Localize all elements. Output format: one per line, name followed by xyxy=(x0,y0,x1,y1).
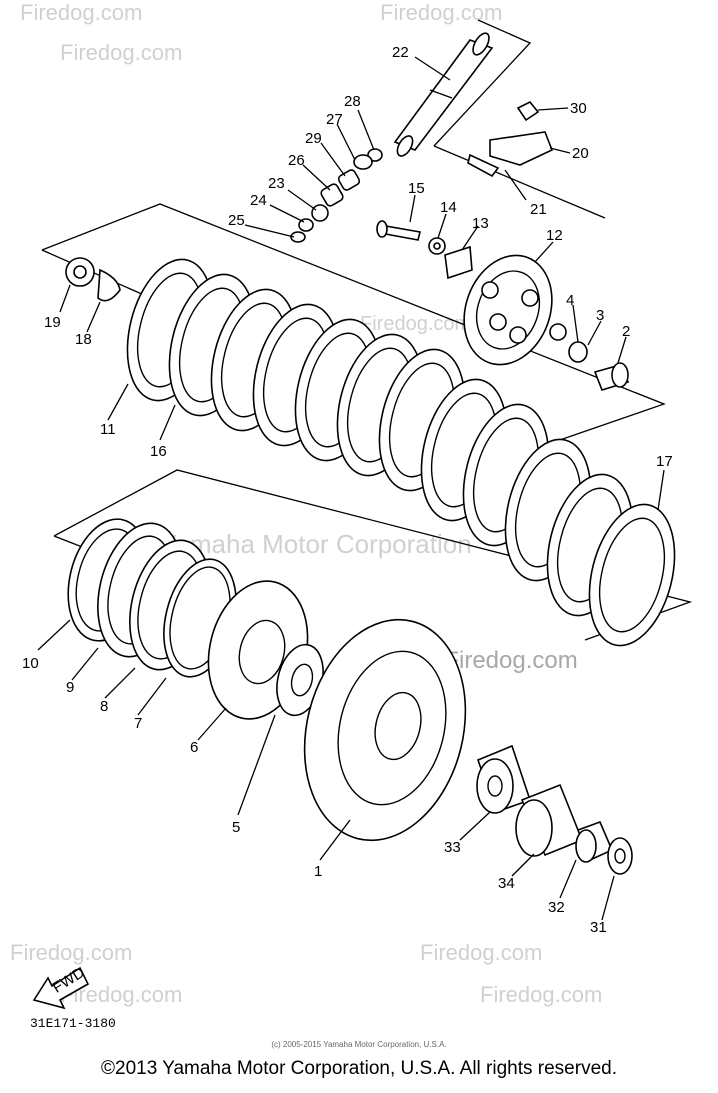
callout-3: 3 xyxy=(596,307,604,324)
upper-panel-outline xyxy=(41,203,666,443)
callout-14: 14 xyxy=(440,199,457,216)
callout-9: 9 xyxy=(66,679,74,696)
callout-5: 5 xyxy=(232,819,240,836)
small-copyright: (c) 2005-2015 Yamaha Motor Corporation, … xyxy=(271,1040,447,1049)
callout-32: 32 xyxy=(548,899,565,916)
callout-20: 20 xyxy=(572,145,589,162)
callout-34: 34 xyxy=(498,875,515,892)
callout-33: 33 xyxy=(444,839,461,856)
callout-24: 24 xyxy=(250,192,267,209)
callout-16: 16 xyxy=(150,443,167,460)
watermark-site-9: Firedog.com xyxy=(480,982,602,1007)
callout-30: 30 xyxy=(570,100,587,117)
watermark-site-2: Firedog.com xyxy=(380,0,502,25)
callout-6: 6 xyxy=(190,739,198,756)
callout-4: 4 xyxy=(566,292,574,309)
watermark-layer: Firedog.com Firedog.com Firedog.com Fire… xyxy=(10,0,602,1007)
callout-12: 12 xyxy=(546,227,563,244)
callout-11: 11 xyxy=(100,421,116,438)
callout-2: 2 xyxy=(622,323,630,340)
callout-labels: 22 28 30 27 29 20 26 21 23 15 24 14 13 1… xyxy=(22,44,673,936)
lower-clutch-group xyxy=(67,518,467,842)
callout-26: 26 xyxy=(288,152,305,169)
diagram-code: 31E171-3180 xyxy=(30,1016,116,1031)
watermark-site-3: Firedog.com xyxy=(60,40,182,65)
callout-10: 10 xyxy=(22,655,39,672)
callout-7: 7 xyxy=(134,715,142,732)
callout-28: 28 xyxy=(344,93,361,110)
pushrod-shaft-22 xyxy=(393,32,494,157)
callout-27: 27 xyxy=(326,111,343,128)
top-panel-outline-b xyxy=(433,145,606,219)
leader-lines xyxy=(37,56,665,921)
callout-29: 29 xyxy=(305,130,322,147)
top-panel-outline xyxy=(433,19,532,147)
callout-13: 13 xyxy=(472,215,489,232)
callout-21: 21 xyxy=(530,201,547,218)
callout-1: 1 xyxy=(314,863,322,880)
watermark-site-5: Firedog.com xyxy=(360,313,471,335)
callout-8: 8 xyxy=(100,698,108,715)
callout-15: 15 xyxy=(408,180,425,197)
clutch-plate-stack xyxy=(126,258,676,647)
watermark-site-8: Firedog.com xyxy=(420,940,542,965)
watermark-site-6: Firedog.com xyxy=(10,940,132,965)
small-parts-upper xyxy=(290,100,554,243)
callout-23: 23 xyxy=(268,175,285,192)
callout-17: 17 xyxy=(656,453,673,470)
callout-31: 31 xyxy=(590,919,607,936)
watermark-site-1: Firedog.com xyxy=(20,0,142,25)
bearing-group xyxy=(476,744,633,875)
callout-18: 18 xyxy=(75,331,92,348)
callout-19: 19 xyxy=(44,314,61,331)
watermark-center: Yamaha Motor Corporation xyxy=(160,529,472,559)
callout-25: 25 xyxy=(228,212,245,229)
copyright-footer: ©2013 Yamaha Motor Corporation, U.S.A. A… xyxy=(101,1058,617,1079)
callout-22: 22 xyxy=(392,44,409,61)
